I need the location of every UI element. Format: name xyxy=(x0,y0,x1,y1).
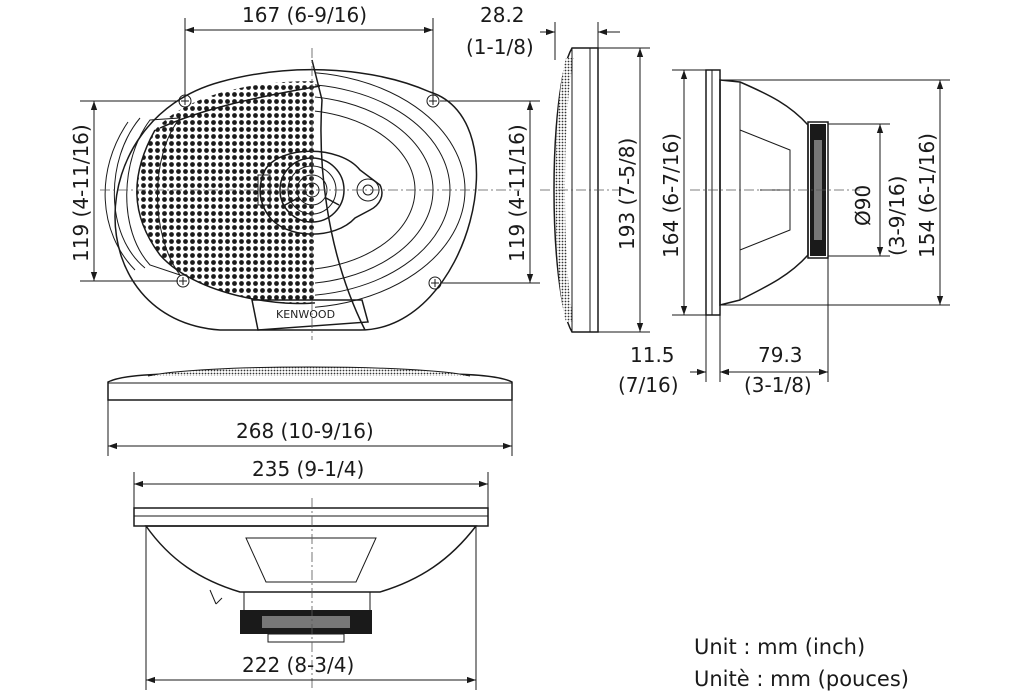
dim-depth-in: (3-1/8) xyxy=(744,373,812,397)
dim-height-left: 119 (4-11/16) xyxy=(69,124,93,262)
dim-overall-width: 268 (10-9/16) xyxy=(236,419,374,443)
dim-depth-mm: 79.3 xyxy=(758,343,803,367)
speaker-side-view: 164 (6-7/16) Ø90 (3-9/16) 154 (6-1/16) 1… xyxy=(618,69,950,397)
dim-side-height-193: 193 (7-5/8) xyxy=(615,138,639,250)
dim-side-height-164: 164 (6-7/16) xyxy=(659,133,683,258)
dim-side-height-154: 154 (6-1/16) xyxy=(915,133,939,258)
dim-top-width: 167 (6-9/16) xyxy=(242,3,367,27)
front-view: KENWOOD 167 (6-9/16) 119 (4-11/16) 119 (… xyxy=(69,3,540,340)
dim-frame-width: 235 (9-1/4) xyxy=(252,457,364,481)
dim-grille-depth-mm: 28.2 xyxy=(480,3,525,27)
grille-top-view: 268 (10-9/16) xyxy=(107,366,513,456)
dim-magnet-dia-in: (3-9/16) xyxy=(885,176,909,256)
dim-grille-depth-in: (1-1/8) xyxy=(466,35,534,59)
brand-logo-text: KENWOOD xyxy=(276,308,335,321)
dim-flange-mm: 11.5 xyxy=(630,343,675,367)
bottom-profile-view: 235 (9-1/4) 222 (8-3/4) xyxy=(133,457,489,690)
dim-cutout-width: 222 (8-3/4) xyxy=(242,653,354,677)
grille-side-view: 28.2 (1-1/8) 193 (7-5/8) xyxy=(466,3,650,333)
unit-line-2: Unitè : mm (pouces) xyxy=(694,667,909,691)
unit-line-1: Unit : mm (inch) xyxy=(694,635,865,659)
dim-magnet-dia-mm: Ø90 xyxy=(851,185,875,226)
dim-height-right: 119 (4-11/16) xyxy=(505,124,529,262)
dim-flange-in: (7/16) xyxy=(618,373,679,397)
unit-note: Unit : mm (inch) Unitè : mm (pouces) xyxy=(694,635,909,691)
